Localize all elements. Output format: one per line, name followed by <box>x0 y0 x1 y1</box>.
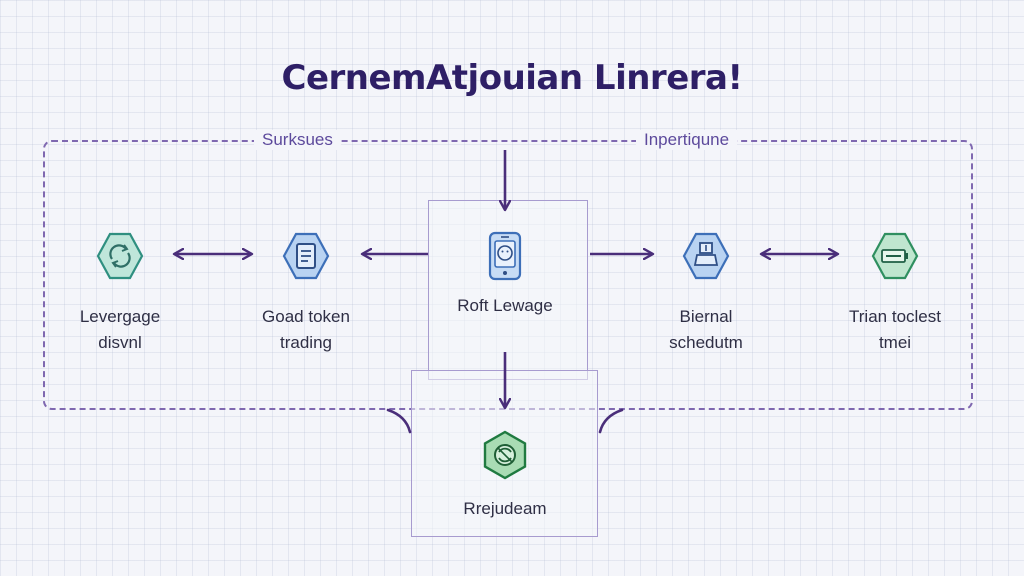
refresh-hexagon-icon <box>96 232 144 280</box>
biernal-label-line2: schedutm <box>669 333 743 352</box>
battery-hexagon-icon <box>871 232 919 280</box>
bottom-label: Rrejudeam <box>463 499 547 518</box>
goad-label-line2: trading <box>280 333 332 352</box>
leverage-label-line2: disvnl <box>98 333 142 352</box>
biernal-label-line1: Biernal <box>679 307 733 326</box>
phone-face-icon <box>488 231 522 281</box>
goad-label-line1: Goad token <box>262 307 350 326</box>
flask-hexagon-icon <box>682 232 730 280</box>
trian-label-line1: Trian toclest <box>849 307 941 326</box>
trian-label-line2: tmei <box>878 333 912 352</box>
center-panel <box>428 200 588 380</box>
curve-left-bottom <box>386 408 412 434</box>
leverage-label-line1: Levergage <box>79 307 161 326</box>
section-label-left: Surksues <box>254 130 341 150</box>
curve-right-bottom <box>598 408 624 434</box>
section-label-right: Inpertiqune <box>636 130 738 150</box>
sync-hexagon-icon <box>483 430 527 480</box>
center-label: Roft Lewage <box>457 296 553 315</box>
document-hexagon-icon <box>282 232 330 280</box>
diagram-title: CernemAtjouian Linrera! <box>281 58 743 98</box>
